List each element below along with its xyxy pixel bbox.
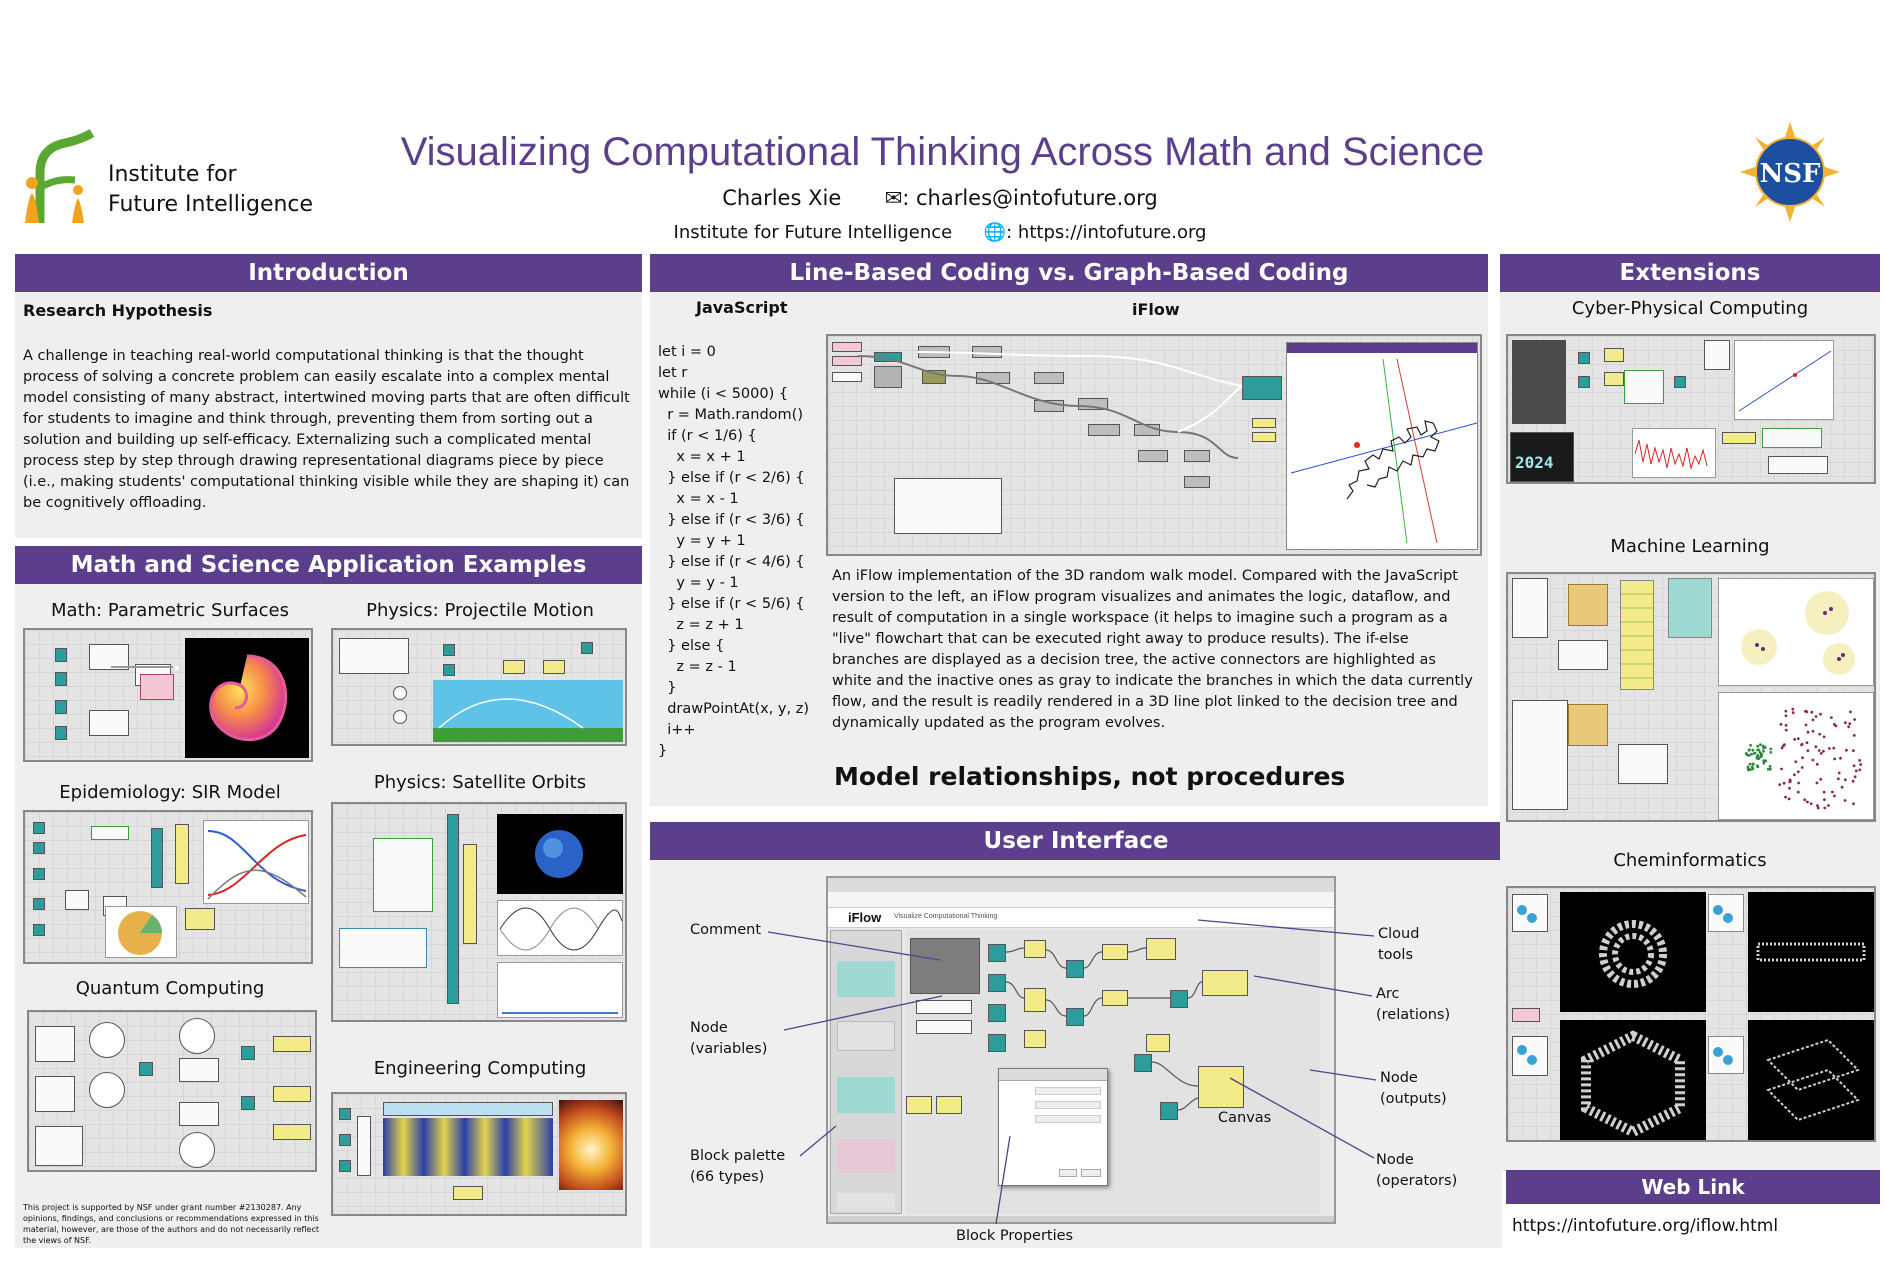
callout-node-outputs: Node (outputs) [1380, 1070, 1447, 1107]
machine-learning-screenshot [1506, 572, 1876, 822]
iflow-app-screenshot: iFlow Visualize Computational Thinking [826, 876, 1336, 1224]
code-line: x = x + 1 [658, 449, 746, 465]
comparison-header: Line-Based Coding vs. Graph-Based Coding [650, 254, 1488, 292]
example-title-parametric: Math: Parametric Surfaces [51, 600, 289, 621]
code-line: drawPointAt(x, y, z) [658, 701, 810, 717]
code-line: } else if (r < 2/6) { [658, 470, 805, 486]
poster-title: Visualizing Computational Thinking Acros… [400, 130, 1485, 174]
code-line: } else if (r < 5/6) { [658, 596, 805, 612]
iflow-random-walk-screenshot [826, 334, 1482, 556]
extensions-panel: Cyber-Physical Computing Machine Learnin… [1500, 292, 1880, 1172]
app-name: iFlow [848, 910, 882, 925]
logo: Institute for Future Intelligence [20, 128, 320, 228]
engineering-computing-screenshot [331, 1092, 627, 1216]
introduction-paragraph: A challenge in teaching real-world compu… [23, 348, 630, 511]
satellite-orbits-screenshot [331, 802, 627, 1022]
code-line: } else if (r < 4/6) { [658, 554, 805, 570]
canvas[interactable] [906, 930, 1320, 1214]
website-link[interactable]: : https://intofuture.org [1006, 222, 1207, 243]
extension-title-cheminformatics: Cheminformatics [1613, 850, 1767, 871]
code-line: i++ [658, 722, 696, 738]
user-interface-header: User Interface [650, 822, 1502, 860]
callout-node-operators: Node (operators) [1376, 1152, 1458, 1189]
callout-arc-relations: Arc (relations) [1376, 986, 1451, 1023]
code-line: let i = 0 [658, 344, 716, 360]
code-line: } [658, 680, 677, 696]
quantum-computing-screenshot [27, 1010, 317, 1172]
callout-canvas: Canvas [1218, 1110, 1272, 1126]
research-hypothesis-title: Research Hypothesis [23, 301, 213, 320]
author-email[interactable]: : charles@intofuture.org [902, 186, 1158, 210]
javascript-label: JavaScript [696, 298, 788, 317]
nsf-logo: NSF [1740, 122, 1840, 222]
code-line: } else if (r < 3/6) { [658, 512, 805, 528]
user-interface-panel: iFlow Visualize Computational Thinking [650, 860, 1502, 1248]
comparison-panel: JavaScript iFlow let i = 0 let r while (i … [650, 292, 1488, 806]
code-line: while (i < 5000) { [658, 386, 789, 402]
javascript-code: let i = 0 let r while (i < 5000) { r = Mat… [658, 342, 809, 762]
code-line: let r [658, 365, 688, 381]
institution-name: Institute for Future Intelligence [673, 222, 953, 243]
introduction-header: Introduction [15, 254, 642, 292]
iflow-description: An iFlow implementation of the 3D random… [832, 568, 1473, 731]
globe-icon: 🌐 [983, 222, 1007, 243]
example-title-projectile: Physics: Projectile Motion [366, 600, 594, 621]
browser-tab-bar [828, 878, 1334, 892]
code-line: z = z - 1 [658, 659, 737, 675]
app-tagline: Visualize Computational Thinking [894, 913, 998, 920]
ifi-logo-icon [25, 129, 95, 223]
callout-block-palette: Block palette (66 types) [690, 1148, 786, 1185]
callout-block-properties: Block Properties [956, 1228, 1074, 1244]
logo-text-line1: Institute for [108, 162, 237, 187]
code-line: } [658, 743, 668, 759]
extension-title-cyber-physical: Cyber-Physical Computing [1571, 298, 1809, 319]
tagline: Model relationships, not procedures [834, 762, 1346, 791]
logo-text-line2: Future Intelligence [108, 192, 314, 217]
code-line: z = z + 1 [658, 617, 744, 633]
example-title-quantum: Quantum Computing [75, 978, 265, 999]
app-toolbar: iFlow Visualize Computational Thinking [828, 908, 1334, 928]
example-title-sir: Epidemiology: SIR Model [59, 782, 281, 803]
callout-node-variables: Node (variables) [690, 1020, 768, 1057]
examples-panel: Math: Parametric Surfaces Physics: Proje… [15, 584, 642, 1248]
callout-comment: Comment [690, 922, 762, 938]
projectile-motion-screenshot [331, 628, 627, 746]
extensions-header: Extensions [1500, 254, 1880, 292]
weblink-header: Web Link [1506, 1170, 1880, 1204]
author-line: Charles Xie ✉: charles@intofuture.org [560, 186, 1320, 210]
code-line: y = y - 1 [658, 575, 739, 591]
extension-title-machine-learning: Machine Learning [1610, 536, 1770, 557]
author-name: Charles Xie [722, 186, 842, 210]
cheminformatics-screenshot [1506, 886, 1876, 1142]
code-line: } else { [658, 638, 725, 654]
app-status-bar [828, 1216, 1334, 1222]
browser-address-bar [828, 892, 1334, 908]
iflow-label: iFlow [1132, 300, 1180, 319]
example-title-satellite: Physics: Satellite Orbits [373, 772, 587, 793]
nsf-footnote: This project is supported by NSF under g… [23, 1203, 319, 1245]
sir-model-screenshot [23, 810, 313, 964]
email-icon: ✉ [884, 186, 903, 210]
cyber-physical-screenshot: 2024 [1506, 334, 1876, 484]
code-line: r = Math.random() [658, 407, 803, 423]
parametric-surfaces-screenshot [23, 628, 313, 762]
weblink-url[interactable]: https://intofuture.org/iflow.html [1512, 1216, 1779, 1236]
nsf-logo-text: NSF [1759, 159, 1821, 189]
led-display: 2024 [1510, 432, 1574, 482]
code-lines: let i = 0 let r while (i < 5000) { r = Mat… [658, 342, 809, 762]
code-line: if (r < 1/6) { [658, 428, 757, 444]
example-title-engineering: Engineering Computing [373, 1058, 587, 1079]
nsf-seal-icon: NSF [1740, 122, 1840, 222]
callout-cloud-tools: Cloud tools [1378, 926, 1420, 963]
block-palette[interactable] [830, 930, 902, 1214]
examples-header: Math and Science Application Examples [15, 546, 642, 584]
introduction-panel: Research Hypothesis A challenge in teach… [15, 292, 642, 538]
code-line: y = y + 1 [658, 533, 746, 549]
led-readout: 2024 [1515, 453, 1554, 472]
block-properties-dialog[interactable] [998, 1068, 1108, 1186]
institution-line: Institute for Future Intelligence 🌐: htt… [560, 222, 1320, 243]
code-line: x = x - 1 [658, 491, 739, 507]
